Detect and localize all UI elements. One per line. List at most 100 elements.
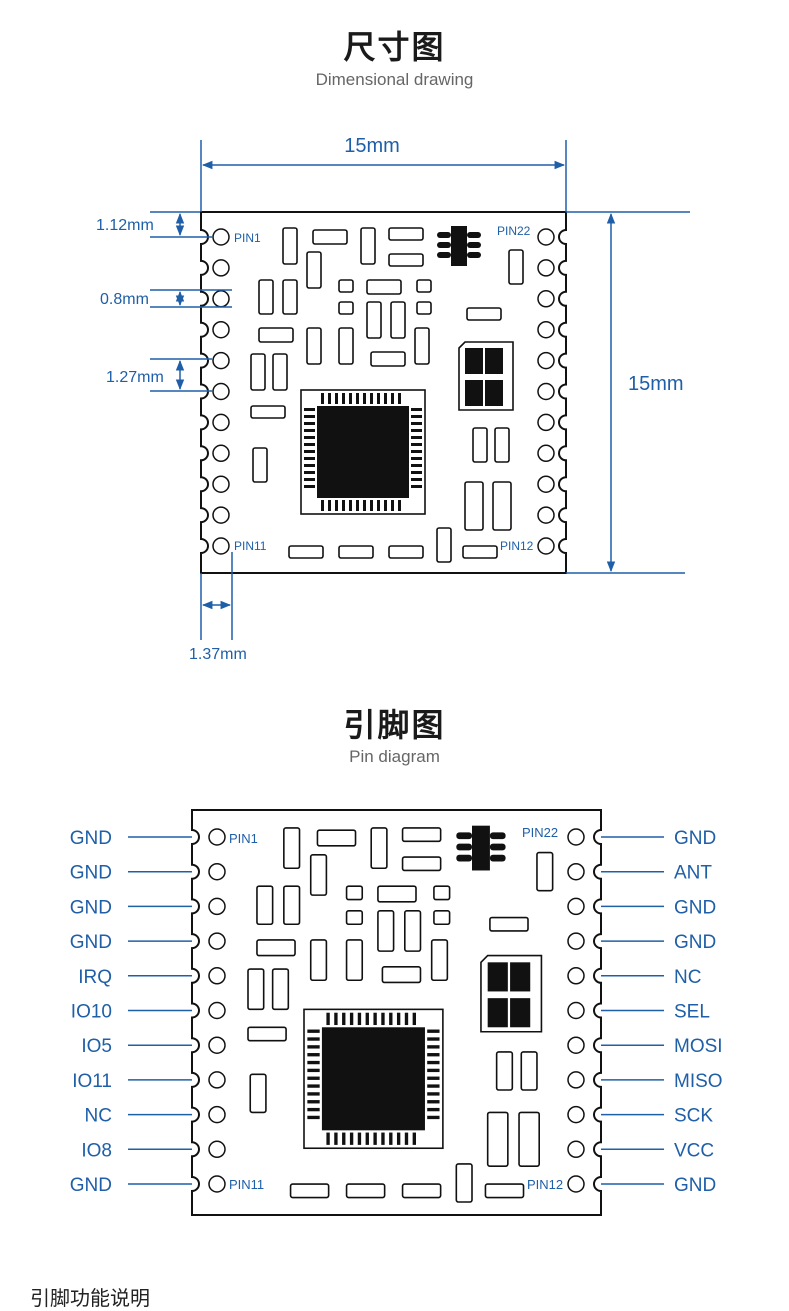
qfn-pin [307, 1107, 320, 1112]
right-pad-4 [537, 320, 555, 339]
qfn-pin [335, 500, 338, 511]
smd-component [401, 827, 442, 843]
transistor-lead [467, 242, 481, 248]
transistor-lead [437, 232, 451, 238]
qfn-pin [363, 393, 366, 404]
right-pin-label: NC [674, 967, 701, 988]
smd-component [271, 968, 290, 1011]
left-pin-label: IO8 [81, 1140, 112, 1161]
qfn-pin [307, 1060, 320, 1065]
smd-component [433, 909, 451, 926]
qfn-pin [411, 485, 422, 488]
pin-subtitle: Pin diagram [349, 747, 440, 766]
smd-component [256, 885, 274, 926]
height-label: 15mm [628, 373, 684, 395]
smd-component [518, 1111, 540, 1167]
qfn-pin [391, 500, 394, 511]
right-pad-5 [567, 967, 585, 985]
smd-component [388, 545, 424, 559]
qfn-pin [377, 393, 380, 404]
pin-side-offset-label: 1.37mm [189, 646, 247, 663]
qfn-pin [427, 1037, 440, 1041]
left-pin-label: GND [70, 863, 112, 884]
right-pin-label: VCC [674, 1140, 714, 1161]
left-pin-label: IRQ [78, 967, 112, 988]
qfn-pin [328, 393, 331, 404]
qfn-pin [307, 1076, 320, 1080]
left-pin-label: IO5 [81, 1036, 112, 1057]
qfn-pin [412, 1132, 416, 1145]
qfn-pin [365, 1012, 369, 1026]
smd-component [258, 279, 274, 315]
qfn-pin [384, 393, 387, 404]
qfn-pin [304, 464, 315, 467]
left-pad-2 [212, 259, 230, 277]
crystal-pad [487, 962, 508, 992]
qfn-pin [307, 1037, 320, 1041]
transistor-lead [489, 832, 506, 840]
smd-component [492, 481, 512, 531]
left-pad-4 [212, 320, 230, 339]
smd-component [494, 427, 510, 463]
left-pin-label: GND [70, 828, 112, 849]
qfn-pin [307, 1115, 320, 1120]
qfn-pin [342, 1132, 346, 1145]
smd-component [495, 1051, 514, 1091]
dimension-lines [150, 140, 690, 640]
qfn-pin [384, 500, 387, 511]
qfn-pin [326, 1132, 330, 1145]
crystal-pad [485, 380, 503, 406]
smd-component [282, 227, 298, 265]
qfn-pin [304, 429, 315, 432]
qfn-pin [307, 1092, 320, 1096]
right-pad-1 [537, 228, 555, 246]
right-pad-7 [537, 413, 555, 432]
transistor-body [472, 825, 490, 871]
qfn-pin [377, 500, 380, 511]
crystal-pad [510, 962, 531, 992]
right-pad-6 [537, 382, 555, 401]
qfn-pin [326, 1012, 330, 1026]
crystal-pad [487, 998, 508, 1028]
qfn-pin [334, 1132, 338, 1145]
pinout-board-labels: PIN1 PIN22 PIN11 PIN12 [229, 825, 563, 1192]
smd-component [486, 1111, 509, 1167]
qfn-pin [349, 393, 352, 404]
smd-component [312, 229, 348, 245]
qfn-pin [304, 422, 315, 425]
components-pinout [247, 825, 554, 1203]
qfn-pin [342, 500, 345, 511]
qfn-pin [321, 393, 324, 404]
qfn-pin [304, 471, 315, 474]
qfn-pin [427, 1045, 440, 1049]
transistor-lead [467, 252, 481, 258]
qfn-pin [411, 471, 422, 474]
qfn-pin [370, 393, 373, 404]
transistor-lead [456, 854, 472, 862]
qfn-pin [411, 450, 422, 453]
left-pad-3 [208, 897, 226, 916]
left-pad-10 [208, 1140, 226, 1159]
qfn-pin [398, 393, 401, 404]
qfn-pin [411, 443, 422, 446]
right-pin-label: SEL [674, 1002, 710, 1023]
pads-dimension [212, 228, 555, 555]
qfn-pin [304, 436, 315, 439]
qfn-pin [304, 485, 315, 488]
qfn-pin [357, 1132, 362, 1145]
right-pad-4 [567, 932, 585, 950]
qfn-pin [307, 1100, 320, 1104]
smd-component [366, 279, 402, 295]
left-pad-1 [208, 828, 226, 846]
smd-component [345, 1183, 386, 1199]
left-pad-6 [212, 382, 230, 401]
smd-component [247, 968, 265, 1011]
transistor-lead [456, 843, 472, 851]
left-pad-5 [212, 351, 230, 370]
qfn-pin [398, 500, 401, 511]
footer-heading: 引脚功能说明 [30, 1286, 150, 1310]
crystal-pad [510, 998, 531, 1028]
qfn-pin [349, 1132, 354, 1145]
